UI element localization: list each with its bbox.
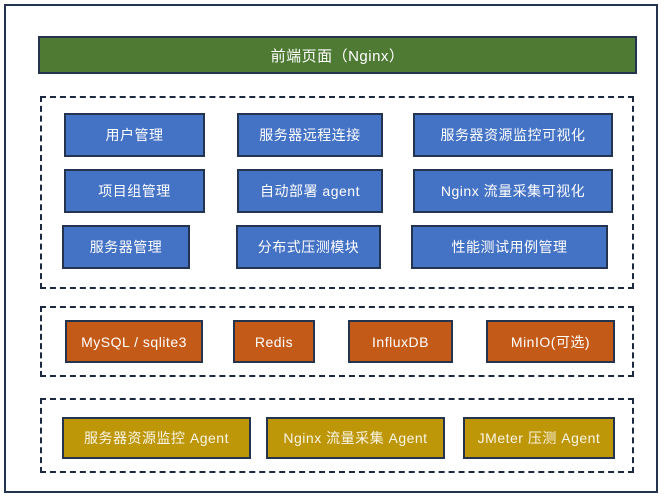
- agent-server-resource-monitor: 服务器资源监控 Agent: [62, 417, 251, 459]
- modules-layer: 用户管理 服务器远程连接 服务器资源监控可视化 项目组管理 自动部署 agent…: [40, 96, 634, 289]
- module-auto-deploy-agent: 自动部署 agent: [237, 169, 383, 213]
- module-project-group-management: 项目组管理: [64, 169, 205, 213]
- storage-layer: MySQL / sqlite3 Redis InfluxDB MinIO(可选): [40, 306, 634, 377]
- agents-layer: 服务器资源监控 Agent Nginx 流量采集 Agent JMeter 压测…: [40, 398, 634, 473]
- module-nginx-traffic-collection-visualization: Nginx 流量采集可视化: [413, 169, 613, 213]
- agent-jmeter-load-test: JMeter 压测 Agent: [463, 417, 615, 459]
- outer-frame: 前端页面（Nginx） 用户管理 服务器远程连接 服务器资源监控可视化 项目组管…: [4, 4, 658, 493]
- storage-minio: MinIO(可选): [486, 320, 615, 363]
- module-distributed-load-test: 分布式压测模块: [236, 225, 381, 269]
- storage-redis: Redis: [233, 320, 315, 363]
- storage-influxdb: InfluxDB: [348, 320, 453, 363]
- module-performance-test-case-management: 性能测试用例管理: [411, 225, 608, 269]
- module-server-resource-monitor-visualization: 服务器资源监控可视化: [413, 113, 613, 157]
- storage-mysql-sqlite3: MySQL / sqlite3: [65, 320, 203, 363]
- frontend-banner: 前端页面（Nginx）: [38, 36, 637, 74]
- agent-nginx-traffic-collection: Nginx 流量采集 Agent: [266, 417, 445, 459]
- module-server-remote-connection: 服务器远程连接: [237, 113, 383, 157]
- module-server-management: 服务器管理: [62, 225, 190, 269]
- module-user-management: 用户管理: [64, 113, 205, 157]
